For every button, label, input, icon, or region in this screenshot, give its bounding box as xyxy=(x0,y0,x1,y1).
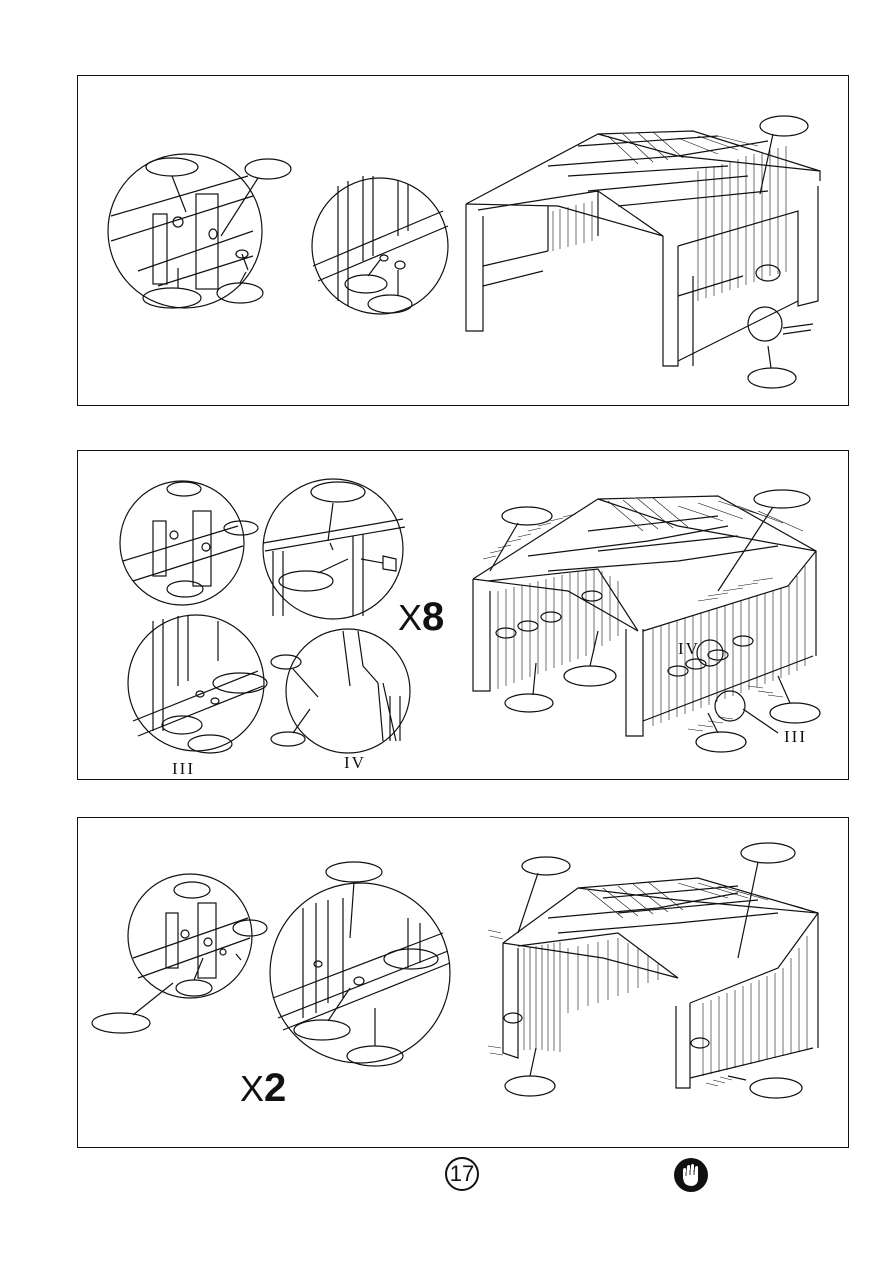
quantity-multiplier: X8 xyxy=(398,595,444,640)
detail-label: III xyxy=(172,759,195,779)
step-3-illustration xyxy=(78,818,850,1149)
gloves-icon-glyph xyxy=(674,1158,708,1192)
multiplier-value: 2 xyxy=(264,1066,286,1110)
step-2-illustration xyxy=(78,451,850,781)
detail-label: IV xyxy=(678,639,700,659)
multiply-sign: X xyxy=(398,597,422,638)
multiplier-value: 8 xyxy=(422,595,444,639)
quantity-multiplier: X2 xyxy=(240,1066,286,1111)
detail-label: III xyxy=(784,727,807,747)
detail-label: IV xyxy=(344,753,366,773)
gloves-icon xyxy=(674,1158,708,1192)
step-1-illustration xyxy=(78,76,850,407)
step-panel-1 xyxy=(77,75,849,406)
multiply-sign: X xyxy=(240,1068,264,1109)
page-number: 17 xyxy=(445,1157,479,1191)
step-panel-3: X2 xyxy=(77,817,849,1148)
step-panel-2: X8 III IV IV III xyxy=(77,450,849,780)
